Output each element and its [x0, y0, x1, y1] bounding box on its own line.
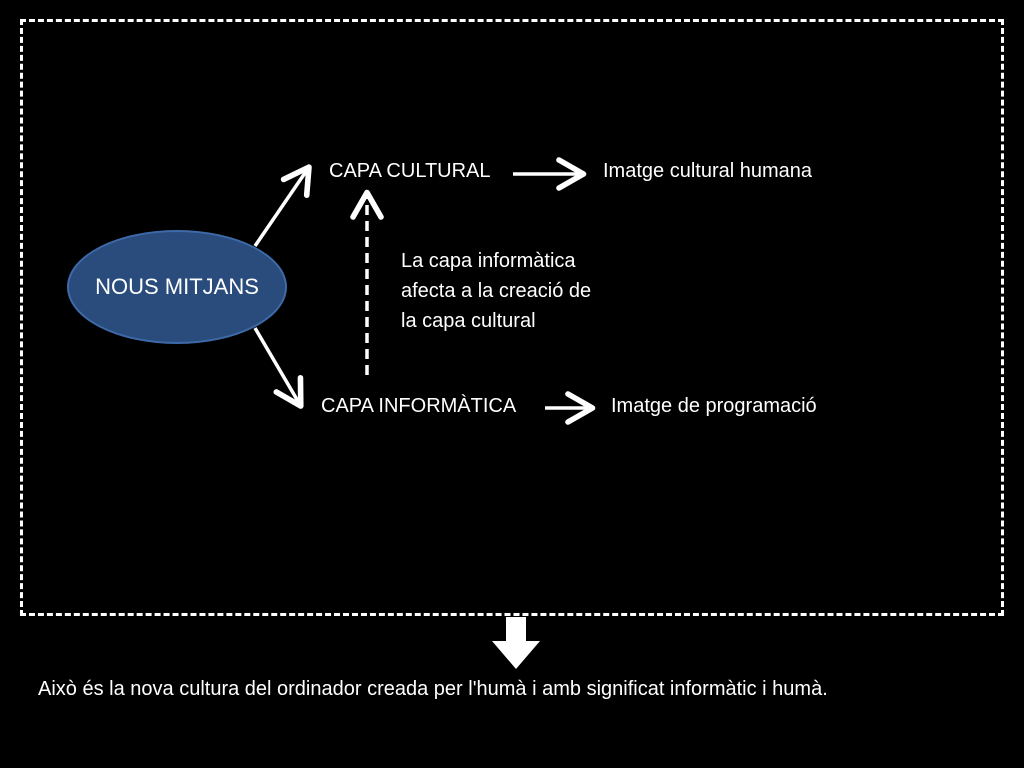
arrow-to-capa-cultural	[253, 164, 312, 247]
conclusion-text: Això és la nova cultura del ordinador cr…	[38, 678, 828, 700]
nous-mitjans-label: NOUS MITJANS	[95, 274, 259, 299]
imatge-programacio-label: Imatge de programació	[611, 395, 817, 417]
capa-informatica-label: CAPA INFORMÀTICA	[321, 395, 517, 417]
capa-cultural-label: CAPA CULTURAL	[329, 160, 491, 182]
note-line: afecta a la creació de	[401, 280, 592, 302]
imatge-cultural-label: Imatge cultural humana	[603, 160, 813, 182]
note-line: la capa cultural	[401, 310, 536, 332]
dashed-diagram-frame	[20, 19, 1004, 616]
down-arrow-icon	[492, 617, 540, 669]
note-line: La capa informàtica	[401, 250, 576, 272]
nous-mitjans-node: NOUS MITJANS	[67, 230, 287, 344]
arrow-to-capa-informatica	[253, 327, 304, 409]
influence-note: La capa informàtica afecta a la creació …	[401, 246, 641, 336]
